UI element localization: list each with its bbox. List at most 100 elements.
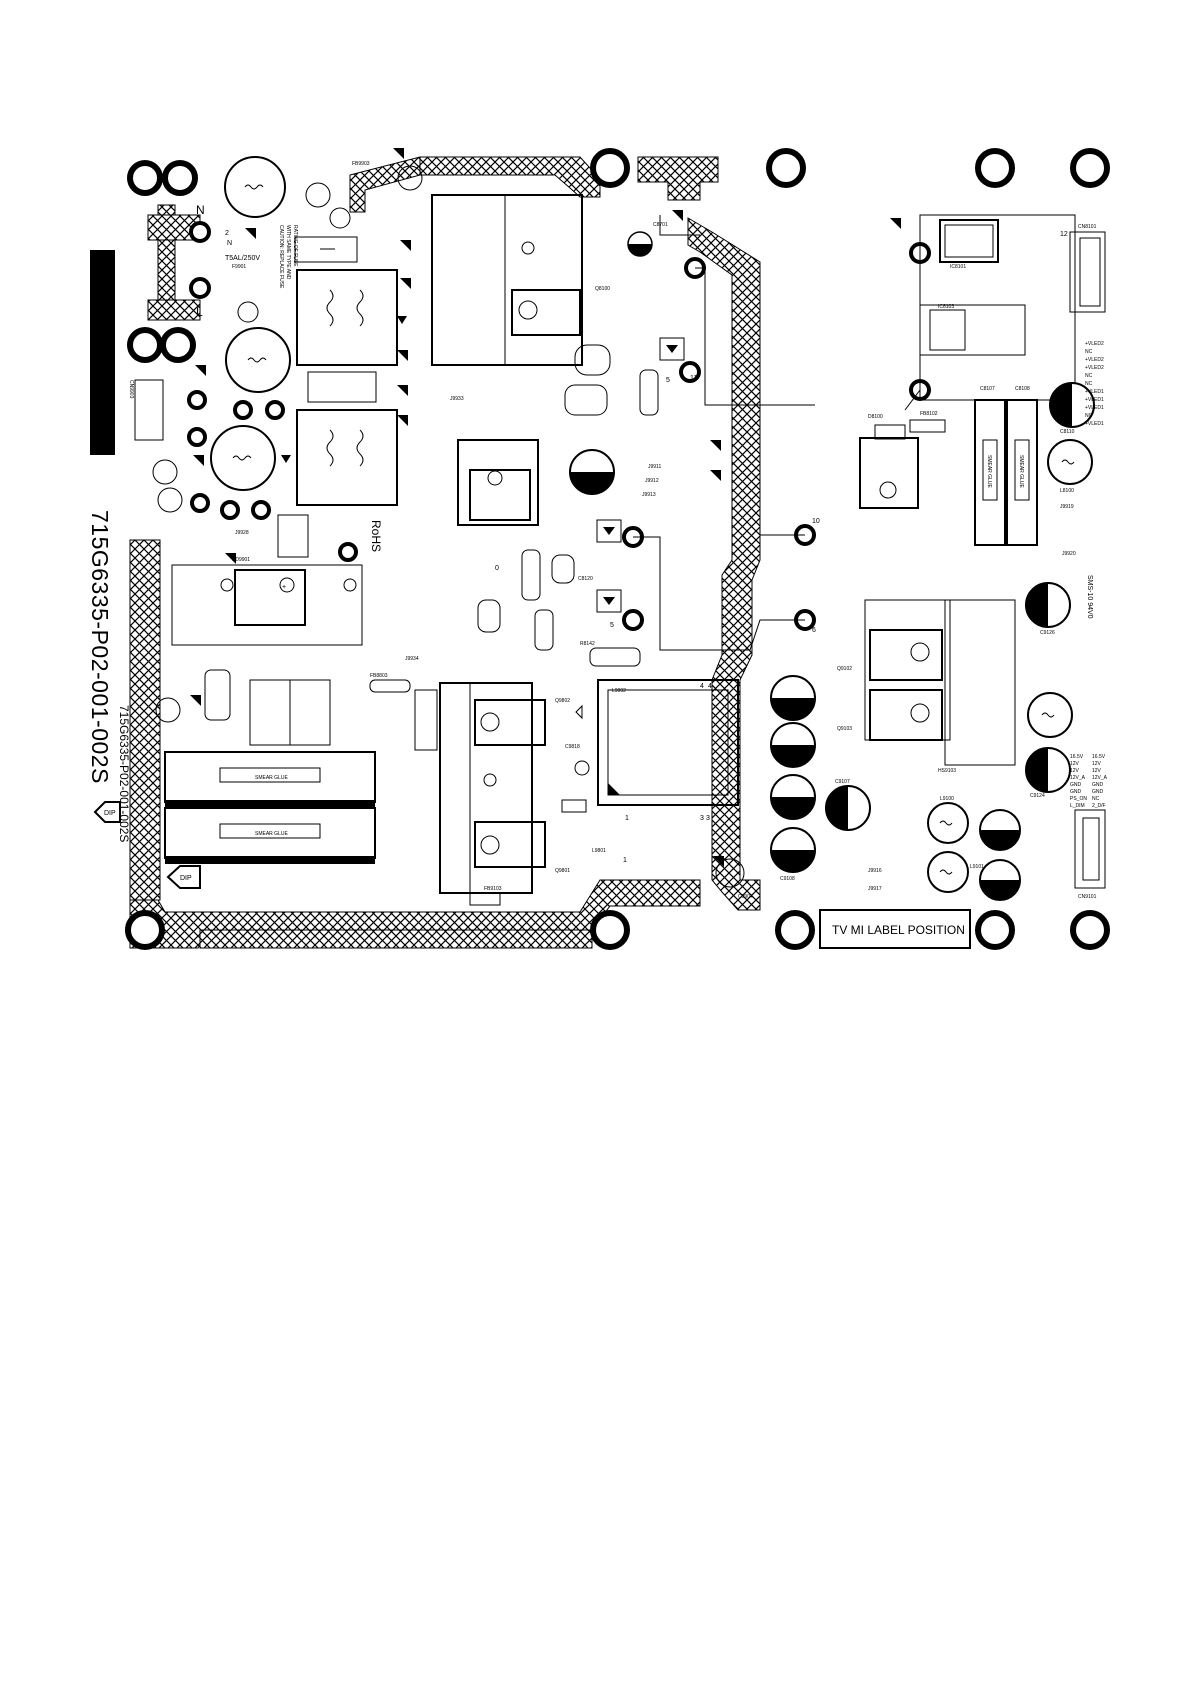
svg-text:NC: NC <box>1085 381 1093 387</box>
svg-text:FB8803: FB8803 <box>370 673 388 679</box>
svg-text:3: 3 <box>700 815 704 822</box>
svg-text:CN9903: CN9903 <box>128 380 134 399</box>
svg-text:2_D/F: 2_D/F <box>1092 803 1106 809</box>
svg-text:C9126: C9126 <box>1040 630 1055 636</box>
rohs-label: RoHS <box>369 520 383 552</box>
silkscreen-text: 715G6335-P02-001-002S 715G6335-P02-001-0… <box>87 161 1097 937</box>
svg-text:J9912: J9912 <box>645 478 659 484</box>
svg-text:FB9103: FB9103 <box>484 886 502 892</box>
svg-text:1: 1 <box>623 857 627 864</box>
svg-text:Q9802: Q9802 <box>555 698 570 704</box>
svg-text:3: 3 <box>706 815 710 822</box>
svg-text:J9920: J9920 <box>1062 551 1076 557</box>
svg-text:IC8101: IC8101 <box>950 264 966 270</box>
svg-text:C9107: C9107 <box>835 779 850 785</box>
hatched-ground-traces <box>129 156 761 949</box>
svg-text:L_DIM: L_DIM <box>1070 803 1085 809</box>
svg-text:+: + <box>282 584 286 591</box>
svg-text:4: 4 <box>708 683 712 690</box>
connector-pin-labels-right: +VLED2 NC +VLED2 +VLED2 NC NC +VLED1 +VL… <box>1085 341 1104 427</box>
svg-text:R8142: R8142 <box>580 641 595 647</box>
svg-text:GND: GND <box>1070 789 1082 795</box>
svg-text:+VLED1: +VLED1 <box>1085 389 1104 395</box>
small-pads <box>187 221 931 631</box>
svg-text:J9928: J9928 <box>235 530 249 536</box>
caution-line-3: RATING OF FUSE <box>292 225 298 267</box>
left-components: + <box>134 156 423 864</box>
svg-text:J9934: J9934 <box>405 656 419 662</box>
svg-text:2: 2 <box>225 230 229 237</box>
svg-text:Q9102: Q9102 <box>837 666 852 672</box>
svg-text:16.5V: 16.5V <box>1070 754 1084 760</box>
svg-text:NC: NC <box>1085 413 1093 419</box>
svg-text:4: 4 <box>700 683 704 690</box>
svg-text:C8107: C8107 <box>980 386 995 392</box>
svg-text:C8108: C8108 <box>1015 386 1030 392</box>
svg-text:FB9903: FB9903 <box>352 161 370 167</box>
svg-text:12V: 12V <box>1070 768 1080 774</box>
svg-text:L8100: L8100 <box>1060 488 1074 494</box>
smear-glue-1: SMEAR GLUE <box>255 775 288 781</box>
svg-text:L9802: L9802 <box>612 688 626 694</box>
svg-text:GND: GND <box>1070 782 1082 788</box>
smear-glue-3: SMEAR GLUE <box>986 455 992 488</box>
svg-text:J9916: J9916 <box>868 868 882 874</box>
svg-text:CN9101: CN9101 <box>1078 894 1097 900</box>
svg-text:NC: NC <box>1085 349 1093 355</box>
svg-text:5: 5 <box>666 377 670 384</box>
svg-text:C8701: C8701 <box>653 222 668 228</box>
part-number-left: 715G6335-P02-001-002S <box>87 510 113 784</box>
svg-text:12V: 12V <box>1092 768 1102 774</box>
svg-text:DIP: DIP <box>180 875 192 882</box>
svg-text:16.5V: 16.5V <box>1092 754 1106 760</box>
svg-text:L9101: L9101 <box>970 864 984 870</box>
svg-text:DIP: DIP <box>104 810 116 817</box>
svg-text:12V: 12V <box>1070 761 1080 767</box>
svg-text:10: 10 <box>812 518 820 525</box>
svg-text:11: 11 <box>690 375 697 382</box>
svg-text:0: 0 <box>495 565 499 572</box>
svg-text:C9108: C9108 <box>780 876 795 882</box>
svg-text:D8100: D8100 <box>868 414 883 420</box>
n-label-2: N <box>227 240 232 247</box>
svg-text:+VLED2: +VLED2 <box>1085 357 1104 363</box>
svg-text:BD9901: BD9901 <box>232 557 250 563</box>
svg-text:J9919: J9919 <box>1060 504 1074 510</box>
svg-text:GND: GND <box>1092 789 1104 795</box>
smear-glue-4: SMEAR GLUE <box>1018 455 1024 488</box>
svg-text:J9913: J9913 <box>642 492 656 498</box>
svg-text:C9904: C9904 <box>738 894 753 900</box>
svg-text:12V_A: 12V_A <box>1092 775 1108 781</box>
svg-text:12V_A: 12V_A <box>1070 775 1086 781</box>
center-components <box>369 194 745 906</box>
board-edge-tab <box>90 250 115 455</box>
dip-badge-bottom: DIP <box>166 865 201 889</box>
svg-text:+VLED1: +VLED1 <box>1085 405 1104 411</box>
svg-text:NC: NC <box>1092 796 1100 802</box>
svg-text:+VLED1: +VLED1 <box>1085 397 1104 403</box>
svg-text:Q9801: Q9801 <box>555 868 570 874</box>
connector-pin-labels-bottom: 16.5V 16.5V 12V 12V 12V 12V 12V_A 12V_A … <box>1070 754 1108 809</box>
right-components <box>770 214 1106 949</box>
svg-text:C8110: C8110 <box>1060 429 1075 435</box>
svg-text:J9911: J9911 <box>648 464 661 470</box>
svg-text:C8120: C8120 <box>578 576 593 582</box>
mounting-holes <box>125 148 1110 950</box>
svg-text:Q9103: Q9103 <box>837 726 852 732</box>
svg-text:+VLED2: +VLED2 <box>1085 365 1104 371</box>
polarity-triangles <box>190 148 901 867</box>
l-label: L <box>196 305 203 319</box>
svg-text:1: 1 <box>625 815 629 822</box>
svg-text:FB8102: FB8102 <box>920 411 938 417</box>
dip-badge-left: DIP <box>93 801 121 823</box>
svg-text:6: 6 <box>812 627 816 634</box>
svg-text:CN8101: CN8101 <box>1078 224 1097 230</box>
svg-text:C9818: C9818 <box>565 744 580 750</box>
svg-text:PS_ON: PS_ON <box>1070 796 1087 802</box>
fuse-rating: T5AL/250V <box>225 255 260 262</box>
svg-text:NC: NC <box>1085 373 1093 379</box>
fuse-ref: F9901 <box>232 264 246 270</box>
svg-text:GND: GND <box>1092 782 1104 788</box>
svg-text:L9100: L9100 <box>940 796 954 802</box>
